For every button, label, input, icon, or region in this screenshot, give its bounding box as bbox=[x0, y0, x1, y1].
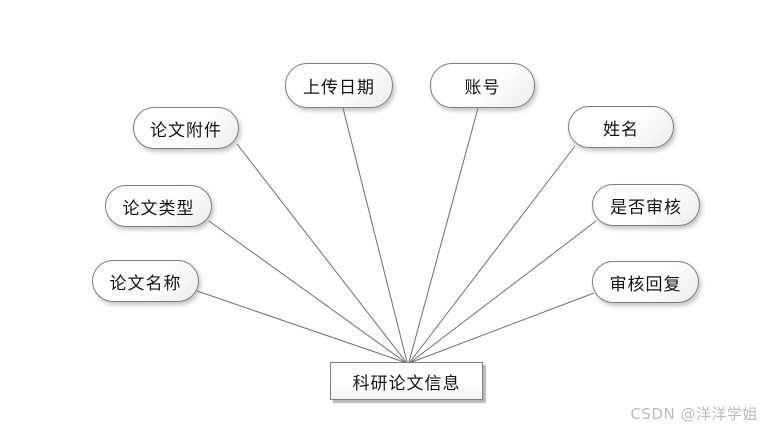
attribute-node-upload-date: 上传日期 bbox=[285, 63, 393, 108]
entity-label: 科研论文信息 bbox=[352, 373, 461, 394]
entity-node-paper-info: 科研论文信息 bbox=[330, 362, 483, 400]
connector-name bbox=[409, 145, 576, 363]
attribute-label: 审核回复 bbox=[609, 274, 682, 295]
attribute-node-paper-type: 论文类型 bbox=[105, 185, 212, 227]
attribute-label: 是否审核 bbox=[610, 197, 682, 218]
connector-paper-attachment bbox=[236, 143, 407, 363]
attribute-label: 上传日期 bbox=[303, 78, 375, 98]
attribute-node-paper-attachment: 论文附件 bbox=[133, 107, 239, 149]
attribute-label: 账号 bbox=[464, 78, 501, 98]
attribute-node-paper-title: 论文名称 bbox=[92, 260, 199, 302]
connector-paper-title bbox=[196, 290, 405, 363]
attribute-node-name: 姓名 bbox=[568, 106, 674, 148]
attribute-node-review-reply: 审核回复 bbox=[592, 261, 699, 303]
watermark-text: CSDN @洋洋学姐 bbox=[630, 405, 758, 423]
attribute-label: 论文附件 bbox=[150, 120, 222, 141]
connector-account bbox=[408, 107, 479, 363]
connector-review-status bbox=[410, 220, 597, 363]
attribute-label: 论文名称 bbox=[109, 273, 182, 294]
connector-paper-type bbox=[208, 220, 406, 363]
connector-review-reply bbox=[411, 292, 595, 363]
attribute-label: 姓名 bbox=[603, 119, 639, 140]
attribute-node-account: 账号 bbox=[430, 63, 535, 108]
connector-upload-date bbox=[342, 107, 408, 363]
attribute-node-review-status: 是否审核 bbox=[592, 184, 700, 226]
attribute-label: 论文类型 bbox=[122, 198, 195, 219]
